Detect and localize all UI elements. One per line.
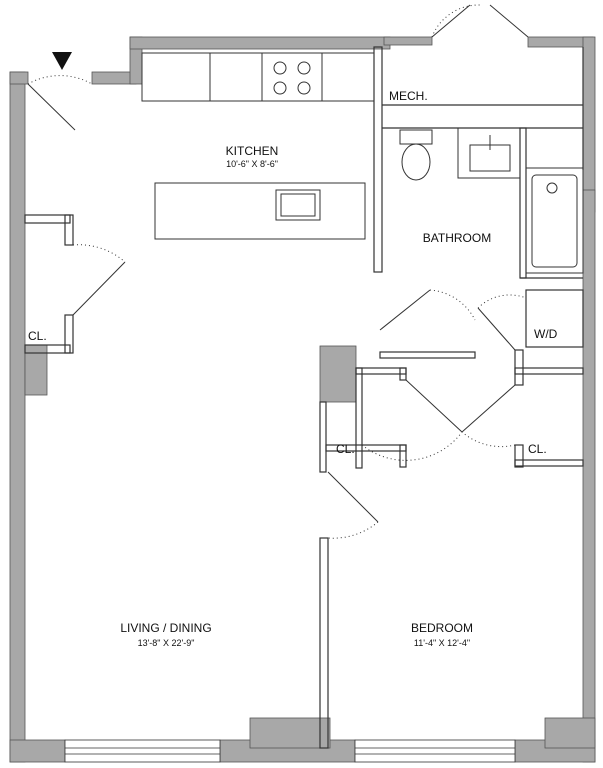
kitchen-dims: 10'-6" X 8'-6"	[226, 159, 278, 169]
living-dining-label: LIVING / DINING	[120, 621, 211, 635]
sink-icon	[457, 127, 521, 179]
bedroom-label: BEDROOM	[411, 621, 473, 635]
closet-left-label: CL.	[28, 329, 47, 343]
bedroom-dims: 11'-4" X 12'-4"	[414, 638, 470, 648]
kitchen-counter	[141, 52, 375, 102]
closet-center-label: CL.	[336, 442, 355, 456]
stove-icon	[273, 61, 311, 95]
doors	[27, 4, 529, 539]
toilet-icon	[399, 129, 433, 181]
window-bedroom	[354, 739, 516, 763]
kitchen-label: KITCHEN	[226, 144, 279, 158]
interior-walls	[24, 46, 584, 749]
mech-label: MECH.	[389, 89, 428, 103]
washer-dryer-label: W/D	[534, 327, 558, 341]
kitchen-island	[154, 182, 366, 240]
living-dining-dims: 13'-8" X 22'-9"	[138, 638, 195, 648]
entry-arrow-icon	[52, 52, 72, 70]
window-living	[64, 739, 221, 763]
exterior-walls	[9, 36, 596, 763]
closet-right-label: CL.	[528, 442, 547, 456]
bathroom-label: BATHROOM	[423, 231, 491, 245]
bathtub-icon	[525, 167, 584, 274]
